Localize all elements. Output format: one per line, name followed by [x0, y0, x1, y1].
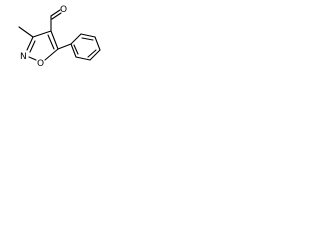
- bond-c3-c4: [32, 30, 52, 38]
- molecule-svg: O O N: [18, 5, 101, 69]
- bond-c3-methyl: [18, 26, 34, 38]
- bond-cho-o-2: [51, 12, 62, 20]
- atom-label-aldehyde-oxygen: O: [60, 5, 67, 15]
- phenyl-bond-6: [70, 43, 77, 58]
- bond-cho-o-1: [50, 9, 61, 17]
- phenyl-bond-5: [75, 56, 91, 61]
- phenyl-bond-4: [89, 49, 101, 61]
- atom-label-ring-nitrogen: N: [20, 52, 27, 62]
- bond-c4-c5-outer: [50, 30, 59, 50]
- bond-c4-c5-inner: [47, 34, 55, 50]
- bond-c5-phenyl: [57, 43, 72, 50]
- bond-o-n: [28, 56, 37, 61]
- chemical-structure-diagram: O O N: [0, 0, 109, 79]
- atom-label-ring-oxygen: O: [37, 59, 44, 69]
- phenyl-inner-3: [73, 44, 79, 55]
- phenyl-bond-1: [70, 33, 82, 45]
- bond-c5-o: [44, 48, 59, 61]
- bond-n-c3-outer: [26, 36, 34, 51]
- phenyl-inner-1: [81, 37, 94, 41]
- phenyl-bond-3: [94, 36, 101, 51]
- phenyl-bond-2: [80, 33, 96, 38]
- bond-n-c3-inner: [29, 40, 36, 53]
- phenyl-inner-2: [87, 49, 97, 58]
